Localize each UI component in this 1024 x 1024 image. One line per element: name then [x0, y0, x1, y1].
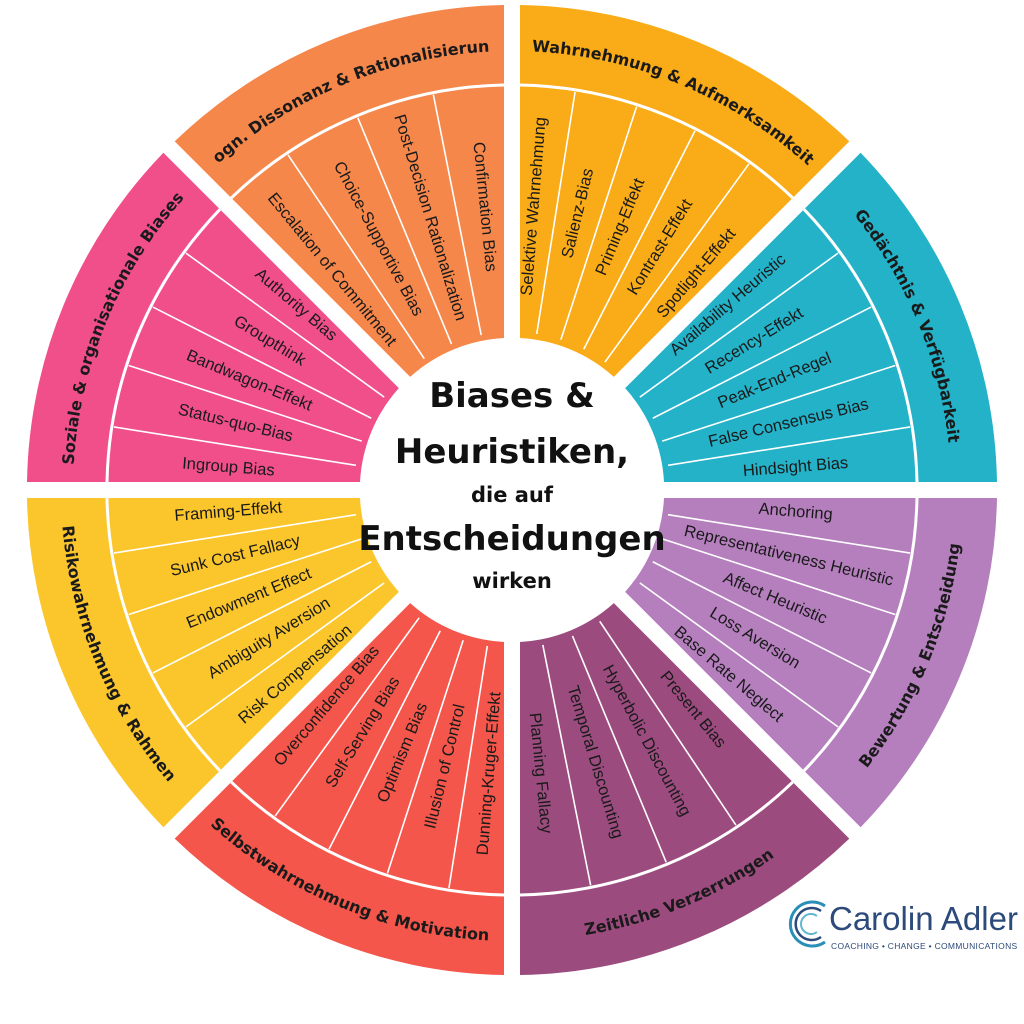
- item-divider: [652, 561, 872, 674]
- item-divider: [560, 106, 638, 340]
- item-divider: [357, 117, 453, 345]
- band-divider: [105, 208, 222, 483]
- brand-name: Carolin Adler: [829, 900, 1018, 937]
- item-divider: [185, 252, 385, 398]
- item-divider: [128, 538, 362, 616]
- band-divider: [230, 83, 505, 200]
- category-sector: [520, 5, 850, 377]
- category-sector: [27, 152, 399, 482]
- band-divider: [802, 497, 919, 772]
- center-title-line1: Biases &: [429, 376, 595, 416]
- item-divider: [535, 91, 576, 335]
- center-circle: [364, 342, 660, 638]
- category-bewertung-entscheidung: Bewertung & EntscheidungAnchoringReprese…: [625, 497, 997, 828]
- item-divider: [662, 538, 896, 616]
- item-divider: [448, 645, 489, 889]
- item-divider: [604, 163, 750, 363]
- band-divider: [519, 83, 794, 200]
- item-divider: [662, 364, 896, 442]
- category-sector: [625, 152, 997, 482]
- item-divider: [152, 306, 372, 419]
- item-divider: [639, 252, 839, 398]
- item-divider: [152, 561, 372, 674]
- item-divider: [571, 635, 667, 863]
- item-divider: [583, 130, 696, 350]
- item-divider: [432, 94, 482, 336]
- band-divider: [519, 780, 794, 897]
- center-title-line4: Entscheidungen: [358, 519, 665, 559]
- category-sector: [625, 498, 997, 828]
- bias-item-anchoring: Anchoring: [758, 500, 833, 524]
- item-divider: [287, 154, 425, 360]
- item-divider: [386, 640, 464, 874]
- band-divider: [802, 208, 919, 483]
- center-title-line3: die auf: [471, 483, 554, 507]
- item-divider: [599, 620, 737, 826]
- item-divider: [667, 513, 911, 554]
- logo-swirl-icon: [788, 900, 826, 948]
- band-divider: [105, 497, 222, 772]
- center-hub: Biases & Heuristiken, die auf Entscheidu…: [358, 342, 666, 638]
- item-divider: [274, 617, 420, 817]
- item-divider: [113, 513, 357, 554]
- category-sector: [520, 603, 850, 975]
- item-divider: [652, 306, 872, 419]
- item-divider: [328, 630, 441, 850]
- brand-tagline: COACHING • CHANGE • COMMUNICATIONS: [831, 941, 1018, 951]
- band-divider: [230, 780, 505, 897]
- category-sector: [174, 603, 504, 975]
- item-divider: [639, 582, 839, 728]
- item-divider: [128, 364, 362, 442]
- center-title-line5: wirken: [472, 569, 552, 593]
- category-sector: [174, 5, 504, 377]
- center-title-line2: Heuristiken,: [395, 432, 629, 472]
- category-sector: [27, 498, 399, 828]
- item-divider: [113, 426, 357, 467]
- item-divider: [185, 582, 385, 728]
- item-divider: [542, 644, 592, 886]
- brand-logo: Carolin Adler COACHING • CHANGE • COMMUN…: [785, 896, 1018, 958]
- item-divider: [667, 426, 911, 467]
